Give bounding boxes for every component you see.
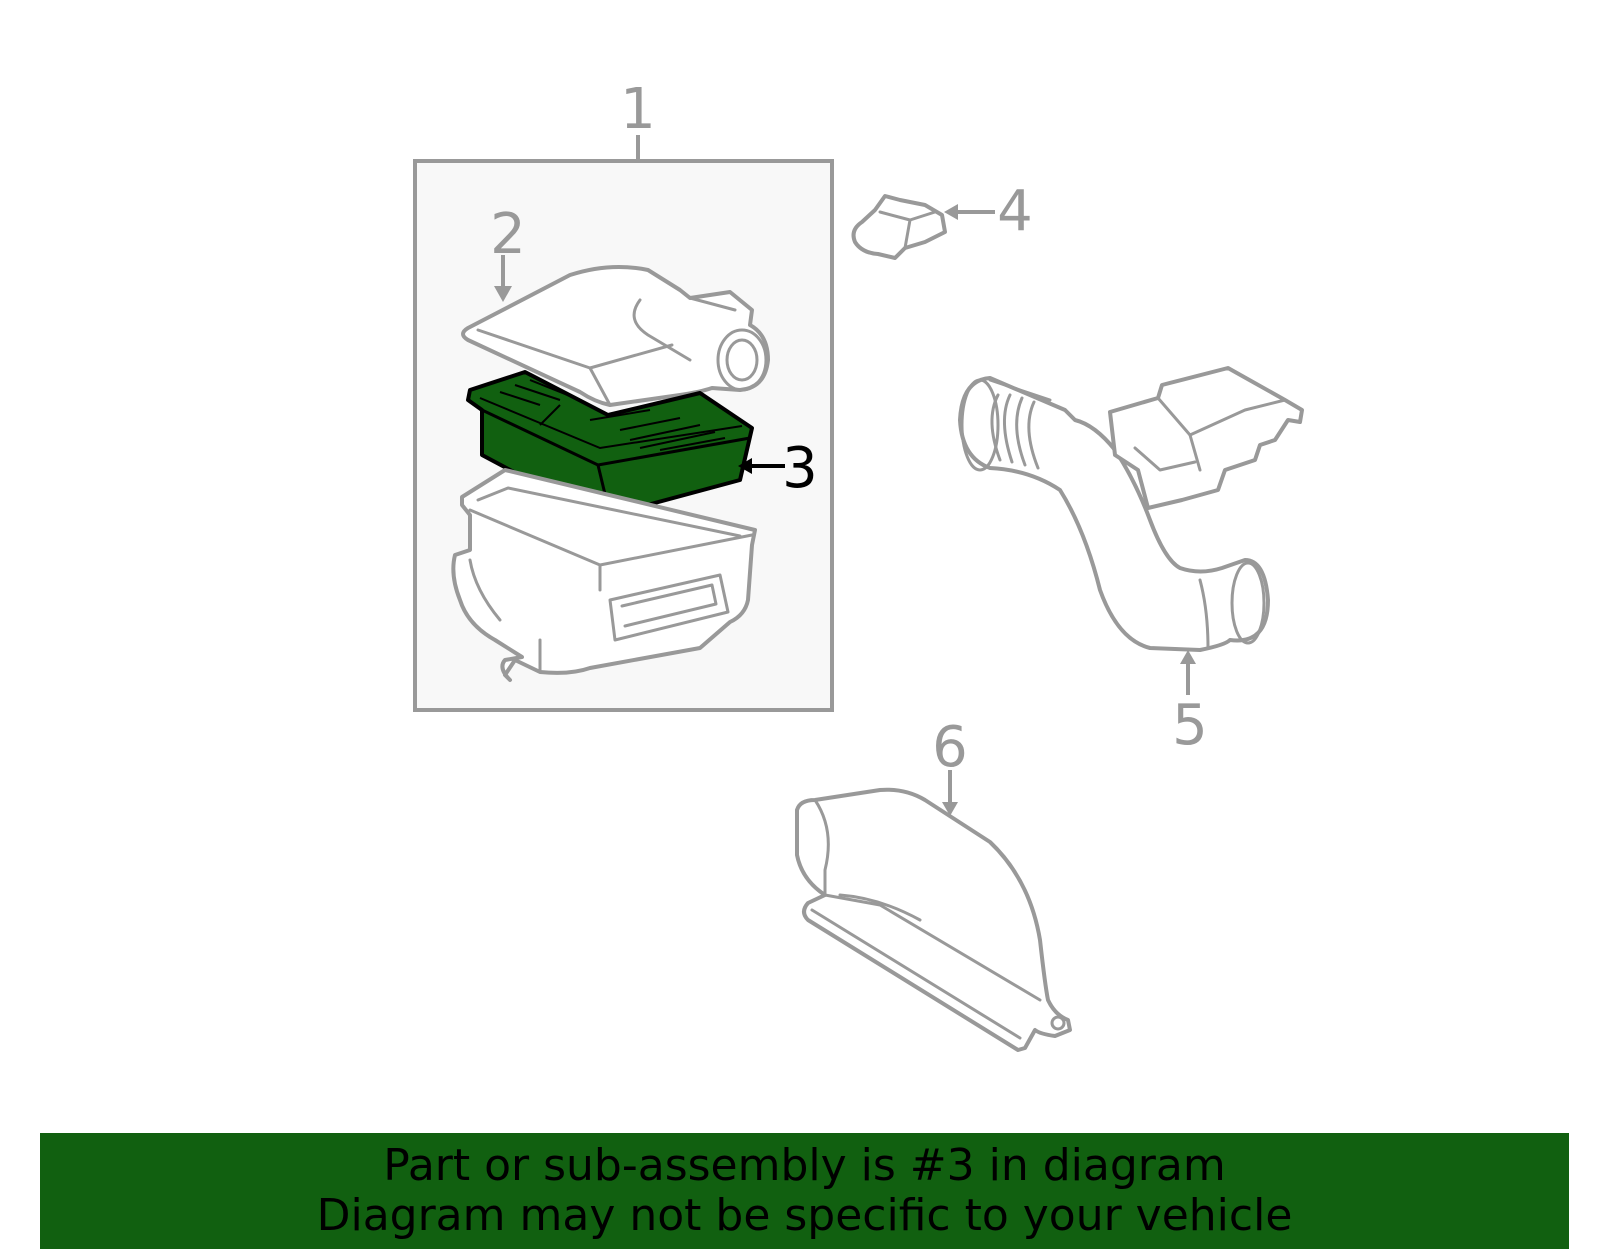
part-5-intake-hose[interactable]: 5 <box>958 366 1304 758</box>
arrowhead-6 <box>942 802 958 816</box>
callout-2[interactable]: 2 <box>490 202 526 267</box>
arrowhead-3 <box>738 458 752 474</box>
callout-4[interactable]: 4 <box>997 179 1033 244</box>
lower-housing <box>451 468 757 682</box>
info-banner: Part or sub-assembly is #3 in diagram Di… <box>40 1133 1569 1249</box>
banner-line-2: Diagram may not be specific to your vehi… <box>316 1190 1293 1241</box>
callout-5[interactable]: 5 <box>1172 693 1208 758</box>
arrowhead-2 <box>494 286 512 302</box>
arrowhead-5 <box>1180 650 1196 664</box>
callout-1[interactable]: 1 <box>620 77 656 142</box>
banner-line-1: Part or sub-assembly is #3 in diagram <box>383 1140 1226 1191</box>
part-2-upper-cover[interactable]: 2 <box>461 202 770 407</box>
callout-6[interactable]: 6 <box>932 715 968 780</box>
arrowhead-4 <box>944 204 958 220</box>
part-4-clip[interactable]: 4 <box>851 179 1033 260</box>
callout-3[interactable]: 3 <box>782 436 818 501</box>
part-6-air-duct[interactable]: 6 <box>795 715 1072 1052</box>
